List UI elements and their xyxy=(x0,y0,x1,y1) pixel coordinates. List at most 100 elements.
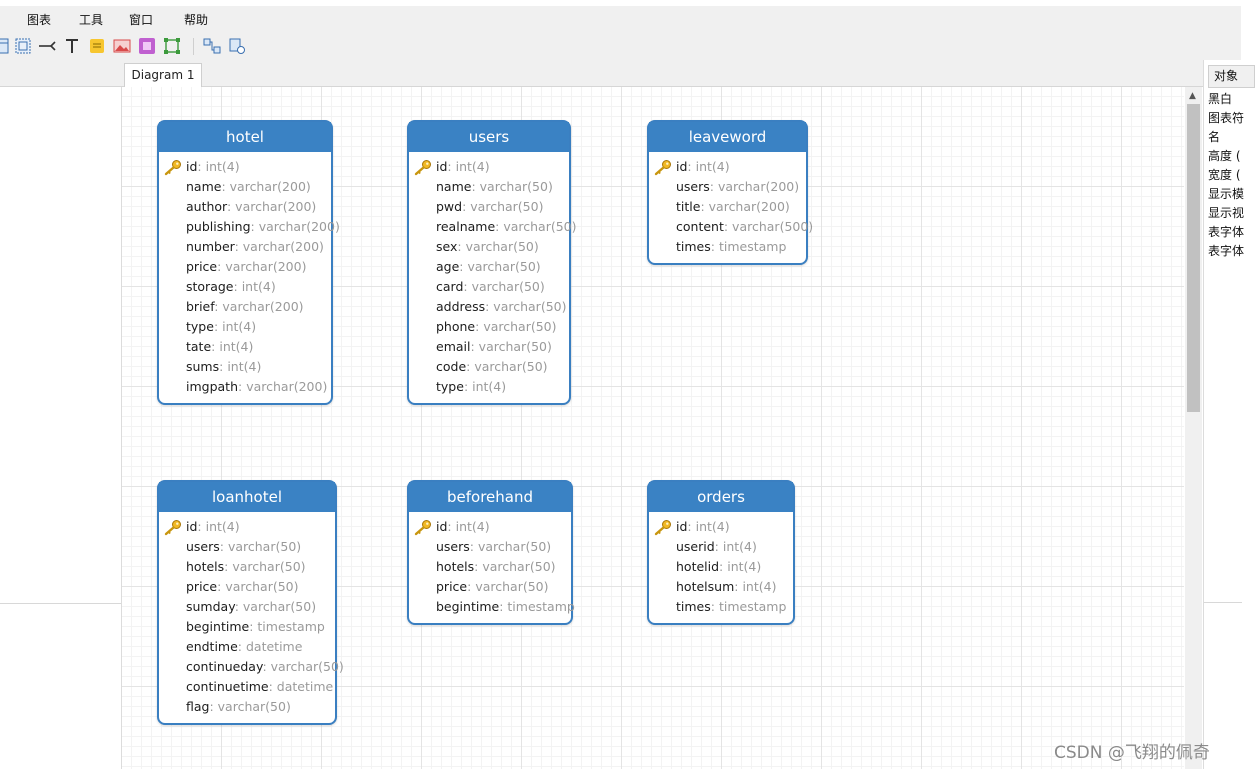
vertical-scrollbar[interactable]: ▲ xyxy=(1185,87,1202,769)
field-row[interactable]: name: varchar(200) xyxy=(159,177,331,197)
field-row[interactable]: hotels: varchar(50) xyxy=(159,557,335,577)
field-type-separator: : xyxy=(224,559,233,574)
diagram-settings-icon[interactable] xyxy=(228,37,246,55)
entity-title[interactable]: leaveword xyxy=(649,122,806,152)
entity-title[interactable]: users xyxy=(409,122,569,152)
toolbar-separator xyxy=(193,38,194,55)
tab-objects[interactable]: 对象 xyxy=(1208,65,1255,88)
entity-users[interactable]: users id: int(4)name: varchar(50)pwd: var… xyxy=(407,120,577,405)
field-name: tate xyxy=(186,339,212,354)
field-type: int(4) xyxy=(205,519,240,534)
layer-icon[interactable] xyxy=(138,37,156,55)
field-row[interactable]: title: varchar(200) xyxy=(649,197,806,217)
field-row[interactable]: type: int(4) xyxy=(159,317,331,337)
scrollbar-thumb[interactable] xyxy=(1187,104,1200,412)
field-row[interactable]: email: varchar(50) xyxy=(409,337,569,357)
field-row[interactable]: sums: int(4) xyxy=(159,357,331,377)
field-row[interactable]: type: int(4) xyxy=(409,377,569,397)
field-row[interactable]: begintime: timestamp xyxy=(409,597,575,617)
field-type-separator: : xyxy=(237,639,246,654)
entity-title[interactable]: beforehand xyxy=(409,482,571,512)
property-label: 高度 ( xyxy=(1208,149,1241,163)
field-row[interactable]: age: varchar(50) xyxy=(409,257,569,277)
field-row[interactable]: hotels: varchar(50) xyxy=(409,557,571,577)
entity-fields: id: int(4)userid: int(4)hotelid: int(4)h… xyxy=(649,512,793,623)
text-icon[interactable] xyxy=(63,37,81,55)
field-row[interactable]: hotelid: int(4) xyxy=(649,557,793,577)
field-row[interactable]: card: varchar(50) xyxy=(409,277,569,297)
field-row[interactable]: author: varchar(200) xyxy=(159,197,331,217)
field-row[interactable]: id: int(4) xyxy=(409,157,569,177)
field-name: type xyxy=(436,379,464,394)
table-icon[interactable] xyxy=(0,37,10,55)
field-row[interactable]: users: varchar(50) xyxy=(159,537,335,557)
field-row[interactable]: price: varchar(50) xyxy=(159,577,335,597)
entity-title[interactable]: orders xyxy=(649,482,793,512)
field-name: author xyxy=(186,199,227,214)
field-type-separator: : xyxy=(495,219,504,234)
field-row[interactable]: id: int(4) xyxy=(159,157,331,177)
field-row[interactable]: address: varchar(50) xyxy=(409,297,569,317)
field-row[interactable]: realname: varchar(50) xyxy=(409,217,577,237)
properties-panel: 对象 黑白 图表符 名 高度 ( 宽度 ( 显示模 显示视 表字体 表字体 xyxy=(1203,60,1255,769)
field-row[interactable]: price: varchar(200) xyxy=(159,257,331,277)
field-row[interactable]: publishing: varchar(200) xyxy=(159,217,340,237)
field-row[interactable]: name: varchar(50) xyxy=(409,177,569,197)
field-row[interactable]: sumday: varchar(50) xyxy=(159,597,335,617)
entity-loanhotel[interactable]: loanhotel id: int(4)users: varchar(50)hot… xyxy=(157,480,344,725)
field-row[interactable]: brief: varchar(200) xyxy=(159,297,331,317)
entity-title[interactable]: loanhotel xyxy=(159,482,335,512)
field-row[interactable]: begintime: timestamp xyxy=(159,617,335,637)
image-icon[interactable] xyxy=(113,37,131,55)
field-row[interactable]: id: int(4) xyxy=(159,517,335,537)
field-row[interactable]: code: varchar(50) xyxy=(409,357,569,377)
title-strip xyxy=(0,0,1241,6)
field-row[interactable]: users: varchar(50) xyxy=(409,537,571,557)
field-row[interactable]: id: int(4) xyxy=(649,157,806,177)
view-icon[interactable] xyxy=(14,37,32,55)
field-row[interactable]: userid: int(4) xyxy=(649,537,793,557)
field-row[interactable]: id: int(4) xyxy=(409,517,571,537)
field-row[interactable]: continuetime: datetime xyxy=(159,677,335,697)
auto-layout-icon[interactable] xyxy=(203,37,221,55)
field-name: realname xyxy=(436,219,496,234)
field-name: id xyxy=(436,159,448,174)
field-row[interactable]: phone: varchar(50) xyxy=(409,317,569,337)
relation-icon[interactable] xyxy=(38,37,56,55)
primary-key-icon xyxy=(414,520,431,536)
entity-title[interactable]: hotel xyxy=(159,122,331,152)
scroll-up-icon[interactable]: ▲ xyxy=(1189,91,1196,101)
field-row[interactable]: storage: int(4) xyxy=(159,277,331,297)
field-row[interactable]: flag: varchar(50) xyxy=(159,697,335,717)
menu-window[interactable]: 窗口 xyxy=(129,13,154,27)
field-row[interactable]: tate: int(4) xyxy=(159,337,331,357)
field-row[interactable]: pwd: varchar(50) xyxy=(409,197,569,217)
field-row[interactable]: continueday: varchar(50) xyxy=(159,657,344,677)
tab-diagram-1[interactable]: Diagram 1 xyxy=(124,63,202,87)
field-row[interactable]: sex: varchar(50) xyxy=(409,237,569,257)
field-row[interactable]: imgpath: varchar(200) xyxy=(159,377,331,397)
left-panel xyxy=(0,87,122,769)
entity-fields: id: int(4)name: varchar(200)author: varc… xyxy=(159,152,340,403)
field-row[interactable]: times: timestamp xyxy=(649,237,806,257)
field-row[interactable]: hotelsum: int(4) xyxy=(649,577,793,597)
field-row[interactable]: id: int(4) xyxy=(649,517,793,537)
field-row[interactable]: content: varchar(500) xyxy=(649,217,813,237)
menu-diagram[interactable]: 图表 xyxy=(27,13,52,27)
field-row[interactable]: endtime: datetime xyxy=(159,637,335,657)
field-type-separator: : xyxy=(219,359,228,374)
field-type-separator: : xyxy=(457,239,466,254)
field-row[interactable]: price: varchar(50) xyxy=(409,577,571,597)
note-icon[interactable] xyxy=(88,37,106,55)
field-row[interactable]: times: timestamp xyxy=(649,597,793,617)
shape-icon[interactable] xyxy=(163,37,181,55)
menu-tools[interactable]: 工具 xyxy=(79,13,104,27)
menu-help[interactable]: 帮助 xyxy=(184,13,209,27)
field-row[interactable]: users: varchar(200) xyxy=(649,177,806,197)
entity-beforehand[interactable]: beforehand id: int(4)users: varchar(50)ho… xyxy=(407,480,575,625)
field-row[interactable]: number: varchar(200) xyxy=(159,237,331,257)
